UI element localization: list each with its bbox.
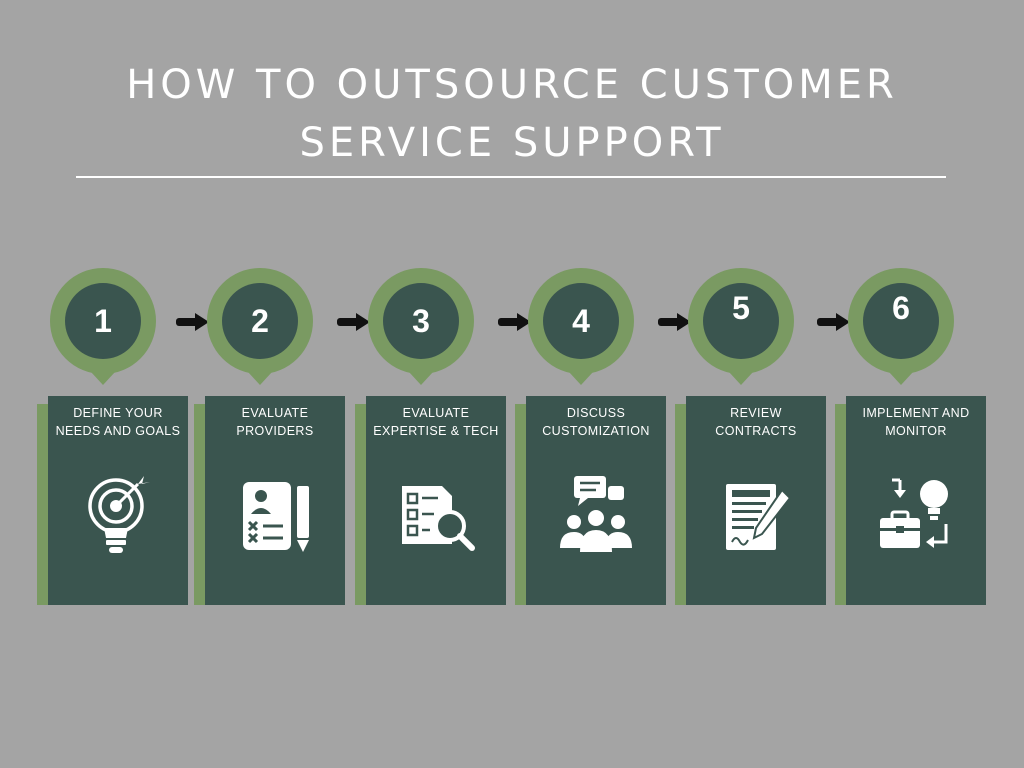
step-5: 5 REVIEW CONTRACTS <box>675 268 827 608</box>
arrow-right-icon <box>337 313 370 331</box>
step-accent-bar <box>355 404 367 605</box>
step-label-line-1: REVIEW <box>730 406 782 420</box>
step-label-line-1: IMPLEMENT AND <box>862 406 970 420</box>
step-number: 3 <box>412 302 430 339</box>
arrow-right-icon <box>498 313 531 331</box>
contract-signing-icon <box>726 484 792 550</box>
step-2: 2 EVALUATE PROVIDERS <box>194 268 346 608</box>
step-card: DEFINE YOUR NEEDS AND GOALS <box>48 396 188 605</box>
step-label: EVALUATE PROVIDERS <box>205 404 345 440</box>
step-pin <box>528 268 634 385</box>
step-label-line-2: CUSTOMIZATION <box>542 424 650 438</box>
step-pin <box>688 268 794 385</box>
step-number: 5 <box>732 289 750 326</box>
step-label: DISCUSS CUSTOMIZATION <box>526 404 666 440</box>
title-line-1: HOW TO OUTSOURCE CUSTOMER <box>126 62 898 108</box>
step-accent-bar <box>675 404 687 605</box>
step-1: 1 DEFINE YOUR NEEDS AND GOALS <box>37 268 189 608</box>
step-card: DISCUSS CUSTOMIZATION <box>526 396 666 605</box>
step-label-line-2: EXPERTISE & TECH <box>373 424 499 438</box>
step-pin <box>368 268 474 385</box>
step-accent-bar <box>37 404 49 605</box>
arrow-right-icon <box>176 313 209 331</box>
step-number: 1 <box>94 302 112 339</box>
step-label-line-2: NEEDS AND GOALS <box>55 424 181 438</box>
target-lightbulb-icon <box>88 476 150 553</box>
step-accent-bar <box>194 404 206 605</box>
step-label: REVIEW CONTRACTS <box>686 404 826 440</box>
step-card: EVALUATE PROVIDERS <box>205 396 345 605</box>
group-discussion-icon <box>560 476 632 552</box>
step-label-line-2: PROVIDERS <box>236 424 314 438</box>
step-label-line-1: DISCUSS <box>566 406 626 420</box>
step-3: 3 EVALUATE EXPERTISE & TECH <box>355 268 507 608</box>
title-line-2: SERVICE SUPPORT <box>299 120 725 166</box>
step-label: IMPLEMENT AND MONITOR <box>846 404 986 440</box>
step-label: DEFINE YOUR NEEDS AND GOALS <box>48 404 188 440</box>
step-pin <box>207 268 313 385</box>
step-label: EVALUATE EXPERTISE & TECH <box>366 404 506 440</box>
checklist-magnifier-icon <box>402 486 475 551</box>
title-divider <box>76 176 946 178</box>
step-label-line-1: EVALUATE <box>241 406 309 420</box>
step-label-line-1: DEFINE YOUR <box>73 406 163 420</box>
step-card: EVALUATE EXPERTISE & TECH <box>366 396 506 605</box>
step-accent-bar <box>515 404 527 605</box>
step-pin <box>50 268 156 385</box>
step-label-line-2: MONITOR <box>885 424 947 438</box>
step-6: 6 IMPLEMENT AND MONITOR <box>835 268 987 608</box>
page-title: HOW TO OUTSOURCE CUSTOMER SERVICE SUPPOR… <box>0 56 1024 172</box>
step-number: 4 <box>572 302 590 339</box>
step-card: IMPLEMENT AND MONITOR <box>846 396 986 605</box>
step-4: 4 DISCUSS CUSTOMIZATION <box>515 268 667 608</box>
step-accent-bar <box>835 404 847 605</box>
step-label-line-1: EVALUATE <box>402 406 470 420</box>
arrow-right-icon <box>658 313 691 331</box>
step-number: 6 <box>892 289 910 326</box>
step-card: REVIEW CONTRACTS <box>686 396 826 605</box>
toolbox-lightbulb-cycle-icon <box>880 478 948 548</box>
step-pin <box>848 268 954 385</box>
step-number: 2 <box>251 302 269 339</box>
step-label-line-2: CONTRACTS <box>715 424 797 438</box>
profile-checklist-pencil-icon <box>243 482 309 552</box>
arrow-right-icon <box>817 313 850 331</box>
